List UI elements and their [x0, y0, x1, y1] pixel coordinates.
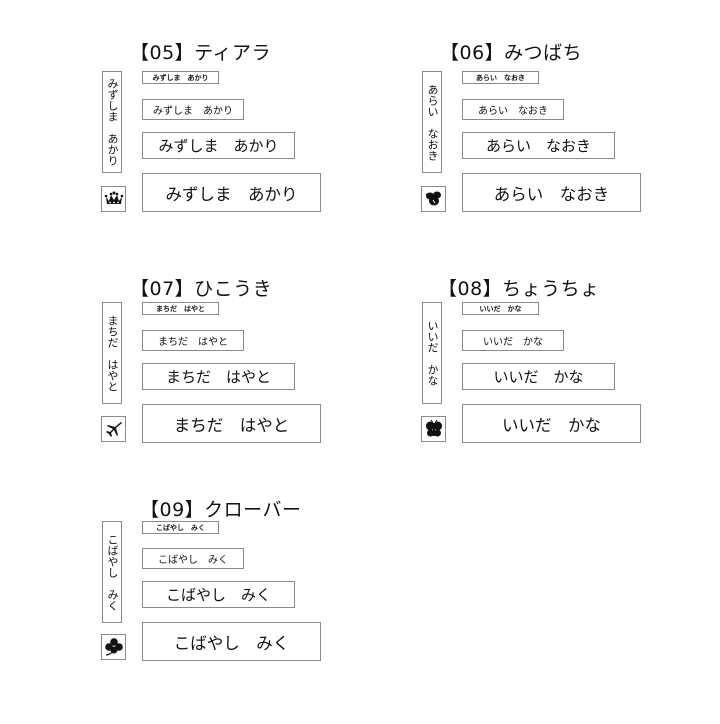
design-block-07: 【07】ひこうき まちだ はやと まちだ はやと まちだ はやと まちだ はやと… — [100, 278, 340, 503]
vertical-name-label: あらい なおき — [422, 71, 442, 173]
design-title: 【05】ティアラ — [130, 42, 272, 64]
vertical-name-label: いいだ かな — [422, 302, 442, 404]
name-label-s: みずしま あかり — [142, 99, 244, 120]
name-label-l: まちだ はやと — [142, 404, 321, 443]
design-title: 【08】ちょうちょ — [438, 278, 600, 300]
bee-icon — [421, 186, 446, 212]
vertical-name-label: まちだ はやと — [102, 302, 122, 404]
name-label-l: みずしま あかり — [142, 173, 321, 212]
design-block-09: 【09】クローバー こばやし みく こばやし みく こばやし みく こばやし み… — [100, 499, 340, 724]
design-block-06: 【06】みつばち あらい なおき あらい なおき あらい なおき あらい なおき… — [420, 42, 660, 267]
name-label-xs: あらい なおき — [462, 71, 539, 84]
name-label-xs: みずしま あかり — [142, 71, 219, 84]
design-title: 【07】ひこうき — [130, 278, 273, 300]
name-label-xs: まちだ はやと — [142, 302, 219, 315]
vertical-name-label: みずしま あかり — [102, 71, 122, 173]
design-block-08: 【08】ちょうちょ いいだ かな いいだ かな いいだ かな いいだ かな いい… — [420, 278, 660, 503]
design-block-05: 【05】ティアラ みずしま あかり みずしま あかり みずしま あかり みずしま… — [100, 42, 340, 267]
clover-icon — [101, 634, 126, 660]
name-label-m: まちだ はやと — [142, 363, 295, 390]
airplane-icon — [101, 416, 126, 442]
name-label-m: あらい なおき — [462, 132, 615, 159]
tiara-icon — [101, 186, 126, 212]
name-label-s: あらい なおき — [462, 99, 564, 120]
name-label-m: みずしま あかり — [142, 132, 295, 159]
name-label-l: こばやし みく — [142, 622, 321, 661]
vertical-name-label: こばやし みく — [102, 521, 122, 623]
name-label-xs: いいだ かな — [462, 302, 539, 315]
name-label-l: あらい なおき — [462, 173, 641, 212]
butterfly-icon — [421, 416, 446, 442]
name-label-xs: こばやし みく — [142, 521, 219, 534]
name-label-m: いいだ かな — [462, 363, 615, 390]
name-label-s: いいだ かな — [462, 330, 564, 351]
name-label-s: まちだ はやと — [142, 330, 244, 351]
name-label-l: いいだ かな — [462, 404, 641, 443]
design-title: 【06】みつばち — [440, 42, 583, 64]
name-label-m: こばやし みく — [142, 581, 295, 608]
name-label-s: こばやし みく — [142, 548, 244, 569]
design-title: 【09】クローバー — [140, 499, 302, 521]
